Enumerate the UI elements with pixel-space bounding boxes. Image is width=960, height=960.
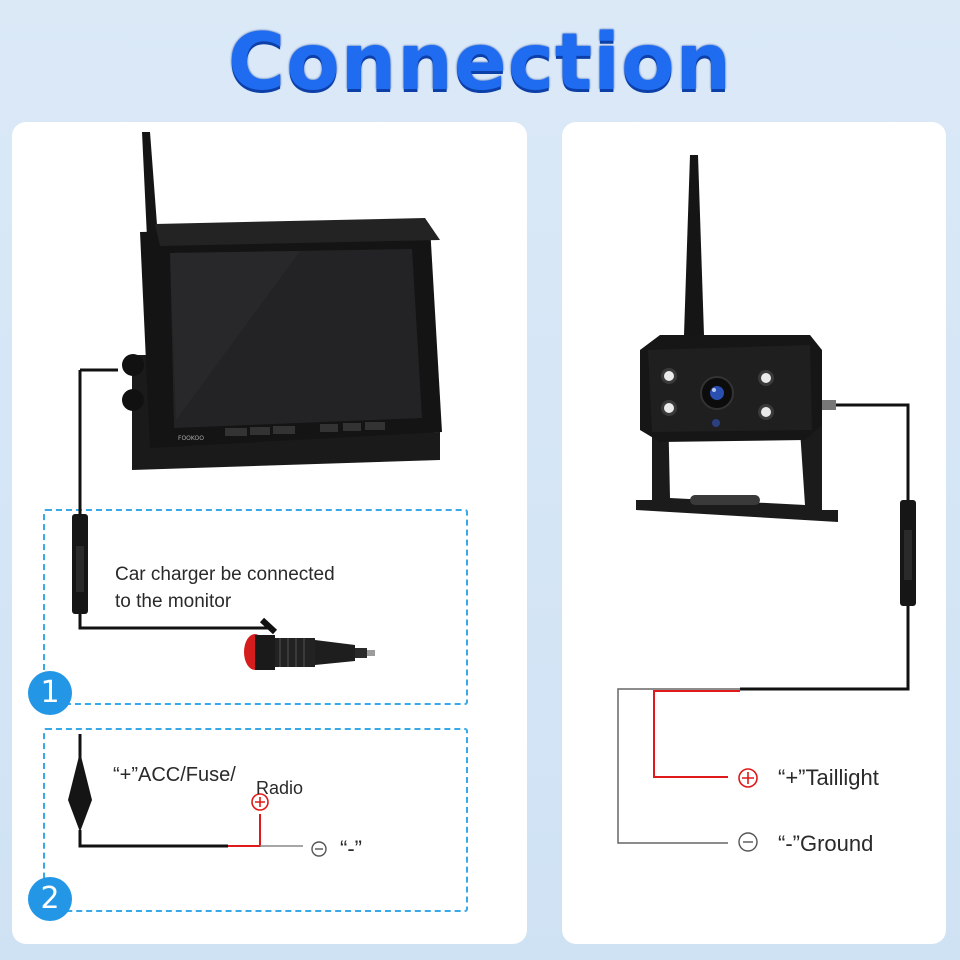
camera-panel — [562, 122, 946, 944]
step1-box — [43, 509, 468, 705]
fuse-clip — [68, 752, 92, 832]
monitor-antenna — [142, 132, 158, 238]
step1-caption-line2: to the monitor — [115, 591, 232, 612]
step2-minus-label: “-” — [340, 836, 362, 861]
monitor-brand: FOOKOO — [178, 435, 204, 442]
acc-fuse-label: “+”ACC/Fuse/ — [113, 764, 236, 786]
step2-box — [43, 728, 468, 912]
car-charger-plug — [244, 617, 375, 670]
camera-antenna — [684, 155, 704, 335]
camera — [636, 155, 838, 522]
plus-icon — [251, 793, 269, 811]
minus-icon — [738, 832, 758, 852]
monitor-knob-icon — [122, 389, 144, 411]
step-1-badge: 1 — [28, 671, 72, 715]
minus-icon — [311, 841, 327, 857]
page-title: Connection — [227, 18, 733, 108]
step-2-badge: 2 — [28, 877, 72, 921]
ground-label: “-”Ground — [778, 831, 874, 856]
plus-icon — [738, 768, 758, 788]
step1-caption-line1: Car charger be connected — [115, 564, 335, 585]
taillight-label: “+”Taillight — [778, 765, 879, 790]
monitor: FOOKOO — [122, 132, 442, 470]
monitor-knob-icon — [122, 354, 144, 376]
acc-radio-label: Radio — [256, 778, 304, 798]
